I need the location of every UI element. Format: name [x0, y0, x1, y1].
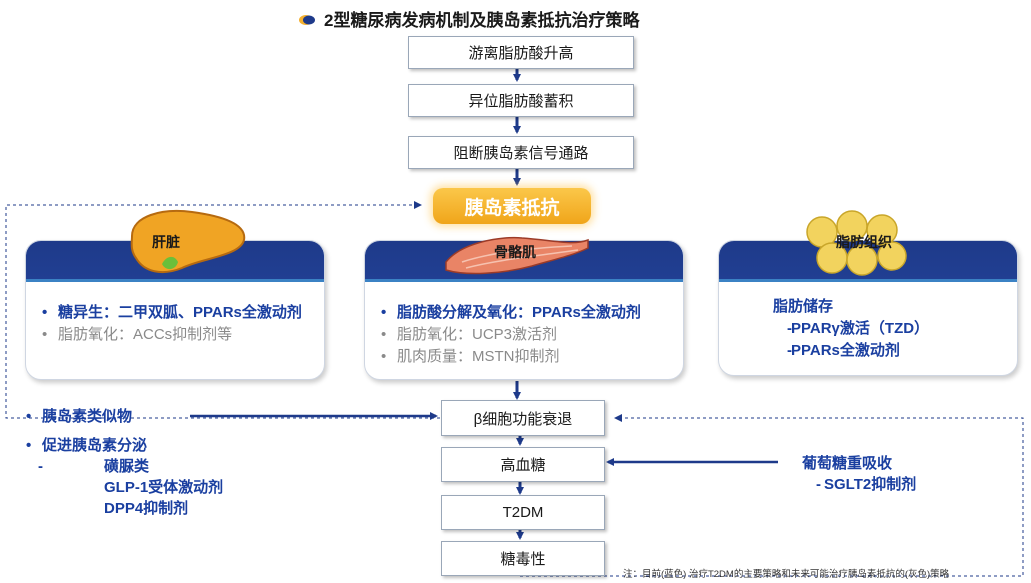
right-heading: 葡萄糖重吸收 — [802, 455, 893, 472]
liver-item-1: 糖异生：二甲双胍、PPARs全激动剂 — [40, 302, 310, 324]
adipose-heading: 脂肪储存 — [773, 298, 834, 315]
left-item-insulin-analog: 胰岛素类似物 — [24, 406, 223, 427]
liver-item-2: 脂肪氧化：ACCs抑制剂等 — [40, 324, 310, 346]
adipose-icon — [806, 210, 907, 276]
adipose-item-1: PPARγ激活（TZD） — [773, 318, 1003, 340]
liver-icon — [130, 210, 246, 274]
flow-box-ectopic: 异位脂肪酸蓄积 — [408, 84, 634, 117]
flow-box-glucotoxicity: 糖毒性 — [441, 541, 605, 576]
flow-box-ffa: 游离脂肪酸升高 — [408, 36, 634, 69]
flow-box-signal-block: 阻断胰岛素信号通路 — [408, 136, 634, 169]
muscle-icon — [445, 236, 589, 275]
left-sub-dpp4: DPP4抑制剂 — [104, 500, 189, 517]
dashed-right-loop — [520, 414, 1024, 577]
muscle-item-3: 肌肉质量：MSTN抑制剂 — [379, 346, 669, 368]
muscle-label: 骨骼肌 — [494, 244, 536, 260]
left-item-secretion: 促进胰岛素分泌 — [24, 435, 223, 456]
muscle-item-1: 脂肪酸分解及氧化：PPARs全激动剂 — [379, 302, 669, 324]
muscle-card-body: 脂肪酸分解及氧化：PPARs全激动剂 脂肪氧化：UCP3激活剂 肌肉质量：MST… — [365, 282, 683, 376]
flow-box-beta: β细胞功能衰退 — [441, 400, 605, 436]
title-logo-icon — [298, 12, 316, 26]
right-treatment-list: 葡萄糖重吸收 SGLT2抑制剂 — [802, 453, 916, 495]
left-treatment-list: 胰岛素类似物 促进胰岛素分泌 磺脲类 GLP-1受体激动剂 DPP4抑制剂 — [24, 406, 223, 519]
adipose-card-body: 脂肪储存 PPARγ激活（TZD） PPARs全激动剂 — [719, 282, 1017, 370]
flow-box-t2dm: T2DM — [441, 495, 605, 530]
right-sub-sglt2: SGLT2抑制剂 — [802, 474, 916, 495]
muscle-card: 脂肪酸分解及氧化：PPARs全激动剂 脂肪氧化：UCP3激活剂 肌肉质量：MST… — [364, 240, 684, 380]
muscle-item-2: 脂肪氧化：UCP3激活剂 — [379, 324, 669, 346]
left-sub-glp1: GLP-1受体激动剂 — [104, 479, 224, 496]
adipose-item-2: PPARs全激动剂 — [773, 340, 1003, 362]
adipose-label: 脂肪组织 — [836, 234, 892, 250]
liver-label: 肝脏 — [152, 234, 180, 250]
page-title: 2型糖尿病发病机制及胰岛素抵抗治疗策略 — [298, 6, 639, 31]
left-sub-sulfonylurea: 磺脲类 — [24, 456, 223, 477]
flow-box-hyperglycemia: 高血糖 — [441, 447, 605, 482]
title-text: 2型糖尿病发病机制及胰岛素抵抗治疗策略 — [324, 11, 640, 30]
footnote: 注：目前(蓝色) 治疗T2DM的主要策略和未来可能治疗胰岛素抵抗的(灰色)策略 — [623, 569, 950, 580]
left-sub1-text: 磺脲类 — [104, 458, 150, 475]
liver-card-body: 糖异生：二甲双胍、PPARs全激动剂 脂肪氧化：ACCs抑制剂等 — [26, 282, 324, 354]
insulin-resistance-badge: 胰岛素抵抗 — [433, 188, 591, 224]
